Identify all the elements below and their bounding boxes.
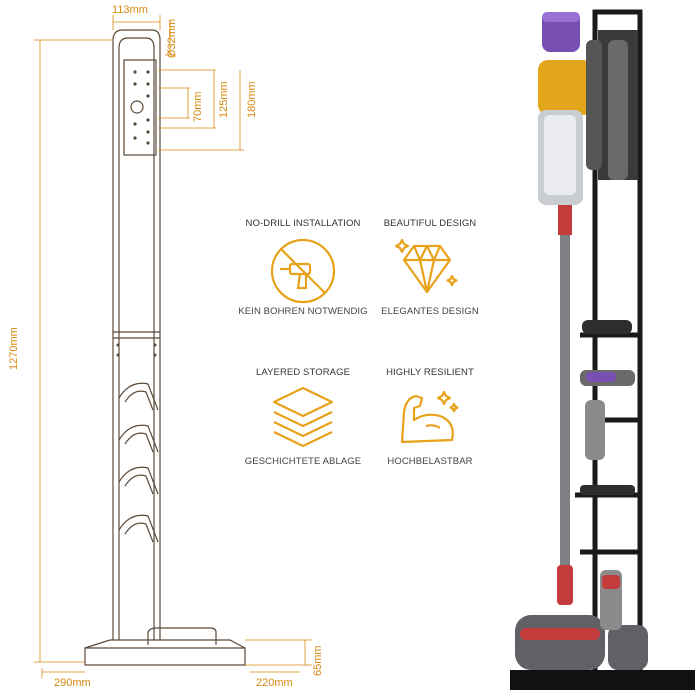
feature-title-resilient: HIGHLY RESILIENT — [386, 367, 474, 378]
stand-technical-drawing — [34, 15, 312, 678]
dim-base-width: 220mm — [256, 677, 293, 689]
feature-title-no-drill: NO-DRILL INSTALLATION — [245, 218, 361, 229]
dim-height-total: 1270mm — [8, 327, 20, 370]
dim-width-top: 113mm — [112, 4, 148, 16]
dim-diameter: Ø32mm — [166, 18, 178, 58]
diamond-icon — [394, 238, 458, 294]
dim-spacing-70: 70mm — [192, 91, 204, 122]
dim-spacing-180: 180mm — [246, 81, 258, 118]
dim-base-depth: 290mm — [54, 677, 91, 689]
feature-title-design: BEAUTIFUL DESIGN — [383, 218, 477, 229]
dim-base-height: 65mm — [312, 645, 324, 676]
dim-spacing-125: 125mm — [218, 81, 230, 118]
strong-arm-icon — [400, 390, 459, 444]
layers-icon — [272, 386, 334, 448]
product-image — [510, 9, 695, 690]
no-drill-icon — [270, 238, 336, 304]
feature-subtitle-resilient: HOCHBELASTBAR — [387, 456, 473, 467]
feature-title-storage: LAYERED STORAGE — [255, 367, 351, 378]
feature-subtitle-no-drill: KEIN BOHREN NOTWENDIG — [238, 306, 368, 317]
feature-subtitle-design: ELEGANTES DESIGN — [381, 306, 479, 317]
feature-subtitle-storage: GESCHICHTETE ABLAGE — [244, 456, 362, 467]
